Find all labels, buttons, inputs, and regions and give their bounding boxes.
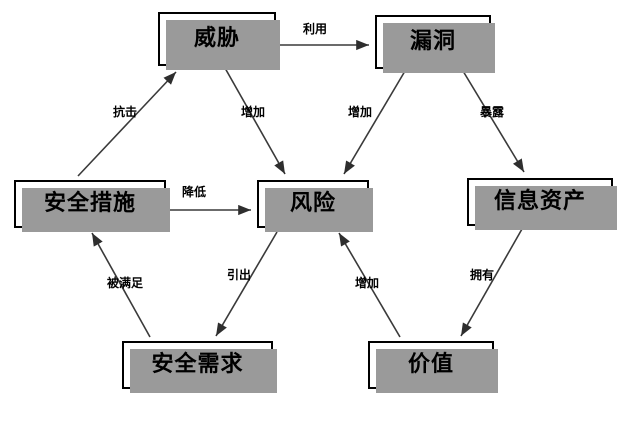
edge-risk-derives-requirement — [215, 231, 278, 337]
node-shadow — [383, 23, 495, 73]
node-security-requirement[interactable]: 安全需求 — [122, 341, 277, 393]
node-label: 漏洞 — [409, 29, 456, 54]
edge-vulnerability-increases-risk — [343, 70, 406, 175]
edge-label-exploits: 利用 — [303, 22, 328, 36]
node-shadow — [475, 186, 617, 230]
edge-label-counters: 抗击 — [113, 105, 138, 119]
edge-label-reduces: 降低 — [182, 185, 207, 199]
edge-requirement-satisfied-by-safeguard — [91, 232, 151, 338]
node-information-asset[interactable]: 信息资产 — [467, 178, 617, 230]
node-label: 安全措施 — [43, 191, 136, 216]
node-shadow — [22, 188, 170, 232]
edge-value-increases-risk — [338, 232, 401, 338]
node-label: 风险 — [289, 191, 336, 216]
node-risk[interactable]: 风险 — [257, 180, 373, 232]
node-safeguard[interactable]: 安全措施 — [14, 180, 170, 232]
edge-safeguard-counters-threat — [77, 71, 177, 177]
edge-threat-increases-risk — [224, 67, 286, 175]
edge-label-exposes: 暴露 — [480, 105, 505, 119]
node-threat[interactable]: 威胁 — [158, 12, 280, 70]
node-shadow — [166, 20, 280, 70]
node-label: 信息资产 — [493, 189, 586, 214]
node-vulnerability[interactable]: 漏洞 — [375, 15, 495, 73]
edge-label-increases-threat: 增加 — [241, 105, 266, 119]
edge-label-derives: 引出 — [227, 268, 252, 282]
node-shadow — [376, 349, 498, 393]
edge-label-satisfied-by: 被满足 — [107, 276, 144, 290]
node-label: 价值 — [407, 352, 454, 377]
node-label: 威胁 — [193, 26, 240, 51]
edge-asset-has-value — [460, 228, 523, 337]
edge-vulnerability-exposes-asset — [462, 70, 525, 173]
node-shadow — [265, 188, 373, 232]
node-label: 安全需求 — [151, 352, 244, 377]
node-value[interactable]: 价值 — [368, 341, 498, 393]
edge-label-increases-value: 增加 — [355, 276, 380, 290]
edge-label-increases-vuln: 增加 — [348, 105, 373, 119]
node-shadow — [130, 349, 277, 393]
edge-label-has: 拥有 — [470, 268, 495, 282]
